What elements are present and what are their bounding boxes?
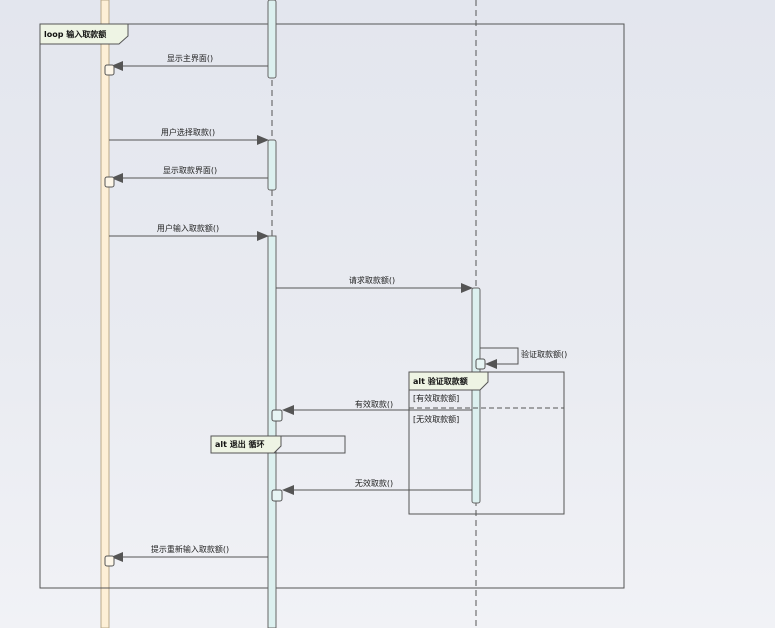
svg-text:验证取款额(): 验证取款额() bbox=[521, 349, 567, 359]
svg-text:无效取款(): 无效取款() bbox=[355, 478, 393, 488]
message-prompt-reenter: 提示重新输入取款额() bbox=[111, 544, 268, 562]
svg-text:有效取款(): 有效取款() bbox=[355, 399, 393, 409]
guard-invalid: [无效取款额] bbox=[413, 414, 459, 424]
svg-text:alt 退出 循环: alt 退出 循环 bbox=[215, 439, 265, 449]
message-valid-withdraw: 有效取款() bbox=[282, 399, 472, 415]
activation-ui-1 bbox=[267, 0, 277, 79]
occurrence-user-1 bbox=[104, 64, 115, 76]
alt-validate-fragment: alt 验证取款额 [有效取款额] [无效取款额] bbox=[408, 371, 565, 515]
occurrence-user-3 bbox=[104, 555, 115, 567]
message-validate-amount: 验证取款额() bbox=[480, 347, 567, 369]
svg-text:提示重新输入取款额(): 提示重新输入取款额() bbox=[151, 544, 229, 554]
svg-text:显示取款界面(): 显示取款界面() bbox=[163, 165, 217, 175]
activation-ui-3 bbox=[267, 235, 277, 628]
svg-text:loop 输入取款额: loop 输入取款额 bbox=[44, 29, 106, 39]
svg-text:请求取款额(): 请求取款额() bbox=[349, 275, 395, 285]
message-select-withdraw: 用户选择取款() bbox=[109, 127, 269, 145]
alt-validate-operator: alt bbox=[413, 377, 425, 386]
svg-text:用户输入取款额(): 用户输入取款额() bbox=[157, 223, 219, 233]
alt-exit-fragment: alt 退出 循环 bbox=[210, 435, 346, 454]
alt-validate-title: 验证取款额 bbox=[428, 376, 468, 386]
loop-title: 输入取款额 bbox=[66, 29, 106, 39]
message-show-withdraw-ui: 显示取款界面() bbox=[111, 165, 268, 183]
svg-text:显示主界面(): 显示主界面() bbox=[167, 53, 213, 63]
svg-text:用户选择取款(): 用户选择取款() bbox=[161, 127, 215, 137]
loop-operator: loop bbox=[44, 30, 64, 39]
occurrence-system-self bbox=[475, 358, 486, 370]
message-input-amount: 用户输入取款额() bbox=[109, 223, 269, 241]
activation-user bbox=[100, 0, 110, 628]
occurrence-ui-valid bbox=[271, 409, 283, 422]
alt-exit-operator: alt bbox=[215, 440, 227, 449]
message-show-main: 显示主界面() bbox=[111, 53, 268, 71]
occurrence-user-2 bbox=[104, 176, 115, 188]
svg-text:alt 验证取款额: alt 验证取款额 bbox=[413, 376, 468, 386]
guard-valid: [有效取款额] bbox=[413, 393, 459, 403]
alt-exit-title: 退出 循环 bbox=[230, 439, 265, 449]
message-invalid-withdraw: 无效取款() bbox=[282, 478, 472, 495]
activation-ui-2 bbox=[267, 139, 277, 191]
activation-system bbox=[471, 287, 481, 504]
occurrence-ui-invalid bbox=[271, 489, 283, 502]
loop-fragment: loop 输入取款额 bbox=[39, 23, 625, 589]
message-request-amount: 请求取款额() bbox=[276, 275, 473, 293]
